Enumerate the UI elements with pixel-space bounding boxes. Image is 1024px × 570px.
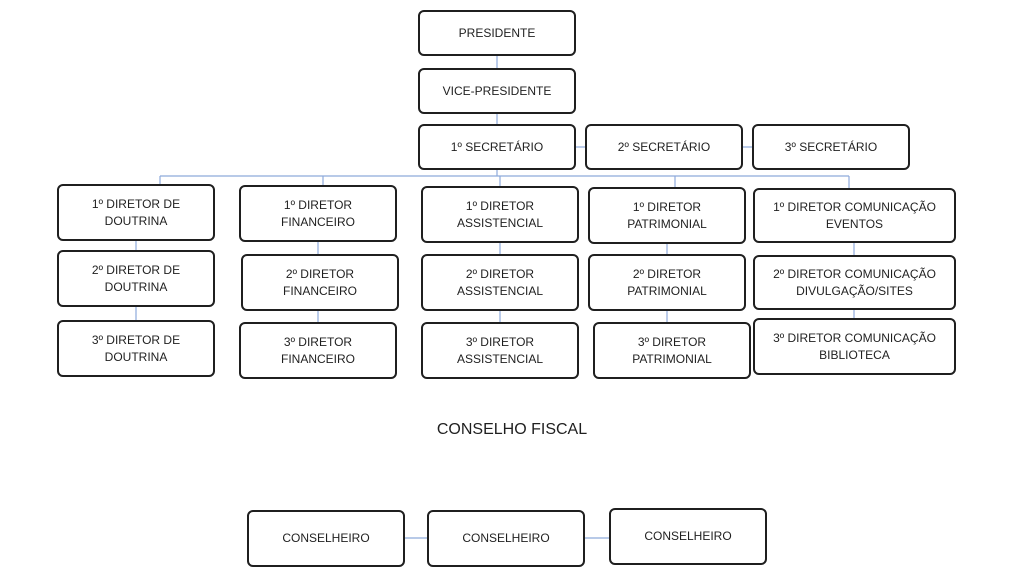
conselheiro-1-box: CONSELHEIRO xyxy=(247,510,405,567)
diretor-doutrina-3-box: 3º DIRETOR DE DOUTRINA xyxy=(57,320,215,377)
diretor-doutrina-3-line2: DOUTRINA xyxy=(104,349,168,364)
connector-lines xyxy=(135,56,855,539)
diretor-comunicacao-2-line2: DIVULGAÇÃO/SITES xyxy=(796,283,913,298)
diretor-financeiro-3-line1: 3º DIRETOR xyxy=(283,334,353,349)
diretor-assistencial-2-line1: 2º DIRETOR xyxy=(465,266,535,281)
diretor-doutrina-2-line2: DOUTRINA xyxy=(104,279,168,294)
conselho-fiscal-title: CONSELHO FISCAL xyxy=(436,421,588,438)
secretario-1-box: 1º SECRETÁRIO xyxy=(418,124,576,170)
diretor-assistencial-3-box: 3º DIRETOR ASSISTENCIAL xyxy=(421,322,579,379)
diretor-comunicacao-1-line1: 1º DIRETOR COMUNICAÇÃO xyxy=(773,199,936,214)
diretor-patrimonial-3-line1: 3º DIRETOR xyxy=(637,334,707,349)
diretor-financeiro-1-line2: FINANCEIRO xyxy=(280,214,355,229)
diretor-comunicacao-3-line2: BIBLIOTECA xyxy=(819,347,890,362)
diretor-financeiro-1-line1: 1º DIRETOR xyxy=(283,197,353,212)
diretor-patrimonial-3-box: 3º DIRETOR PATRIMONIAL xyxy=(593,322,751,379)
diretor-doutrina-1-line2: DOUTRINA xyxy=(104,213,168,228)
secretario-3-box: 3º SECRETÁRIO xyxy=(752,124,910,170)
diretor-patrimonial-1-line1: 1º DIRETOR xyxy=(632,199,702,214)
conselheiro-3-box: CONSELHEIRO xyxy=(609,508,767,565)
diretor-comunicacao-3-box: 3º DIRETOR COMUNICAÇÃO BIBLIOTECA xyxy=(753,318,956,375)
diretor-financeiro-3-box: 3º DIRETOR FINANCEIRO xyxy=(239,322,397,379)
diretor-patrimonial-3-line2: PATRIMONIAL xyxy=(632,351,712,366)
diretor-assistencial-2-box: 2º DIRETOR ASSISTENCIAL xyxy=(421,254,579,311)
secretario-2-label: 2º SECRETÁRIO xyxy=(617,139,711,154)
diretor-assistencial-3-line1: 3º DIRETOR xyxy=(465,334,535,349)
diretor-patrimonial-2-line1: 2º DIRETOR xyxy=(632,266,702,281)
diretor-assistencial-1-box: 1º DIRETOR ASSISTENCIAL xyxy=(421,186,579,243)
conselheiro-1-label: CONSELHEIRO xyxy=(282,531,370,545)
secretario-1-label: 1º SECRETÁRIO xyxy=(450,139,544,154)
diretor-financeiro-3-line2: FINANCEIRO xyxy=(280,351,355,366)
diretor-assistencial-3-line2: ASSISTENCIAL xyxy=(456,351,544,366)
diretor-doutrina-1-box: 1º DIRETOR DE DOUTRINA xyxy=(57,184,215,241)
diretor-comunicacao-2-box: 2º DIRETOR COMUNICAÇÃO DIVULGAÇÃO/SITES xyxy=(753,255,956,310)
diretor-comunicacao-2-line1: 2º DIRETOR COMUNICAÇÃO xyxy=(773,266,936,281)
vice-presidente-box: VICE-PRESIDENTE xyxy=(418,68,576,114)
diretor-comunicacao-3-line1: 3º DIRETOR COMUNICAÇÃO xyxy=(773,330,936,345)
diretor-patrimonial-2-line2: PATRIMONIAL xyxy=(627,283,707,298)
diretor-patrimonial-1-line2: PATRIMONIAL xyxy=(627,216,707,231)
conselheiro-3-label: CONSELHEIRO xyxy=(644,529,732,543)
diretor-assistencial-1-line2: ASSISTENCIAL xyxy=(456,215,544,230)
conselheiro-2-box: CONSELHEIRO xyxy=(427,510,585,567)
diretor-comunicacao-1-line2: EVENTOS xyxy=(825,216,884,231)
diretor-financeiro-2-box: 2º DIRETOR FINANCEIRO xyxy=(241,254,399,311)
diretor-patrimonial-1-box: 1º DIRETOR PATRIMONIAL xyxy=(588,187,746,244)
presidente-label: PRESIDENTE xyxy=(458,25,536,40)
secretario-2-box: 2º SECRETÁRIO xyxy=(585,124,743,170)
diretor-doutrina-3-line1: 3º DIRETOR DE xyxy=(91,332,181,347)
presidente-box: PRESIDENTE xyxy=(418,10,576,56)
diretor-comunicacao-1-box: 1º DIRETOR COMUNICAÇÃO EVENTOS xyxy=(753,188,956,243)
diretor-doutrina-2-box: 2º DIRETOR DE DOUTRINA xyxy=(57,250,215,307)
diretor-financeiro-2-line2: FINANCEIRO xyxy=(282,283,357,298)
secretario-3-label: 3º SECRETÁRIO xyxy=(784,139,878,154)
vice-presidente-label: VICE-PRESIDENTE xyxy=(442,83,552,98)
diretor-assistencial-2-line2: ASSISTENCIAL xyxy=(456,283,544,298)
diretor-patrimonial-2-box: 2º DIRETOR PATRIMONIAL xyxy=(588,254,746,311)
conselheiro-2-label: CONSELHEIRO xyxy=(462,531,550,545)
diretor-financeiro-2-line1: 2º DIRETOR xyxy=(285,266,355,281)
diretor-doutrina-1-line1: 1º DIRETOR DE xyxy=(91,196,181,211)
diretor-financeiro-1-box: 1º DIRETOR FINANCEIRO xyxy=(239,185,397,242)
diretor-doutrina-2-line1: 2º DIRETOR DE xyxy=(91,262,181,277)
diretor-assistencial-1-line1: 1º DIRETOR xyxy=(465,198,535,213)
